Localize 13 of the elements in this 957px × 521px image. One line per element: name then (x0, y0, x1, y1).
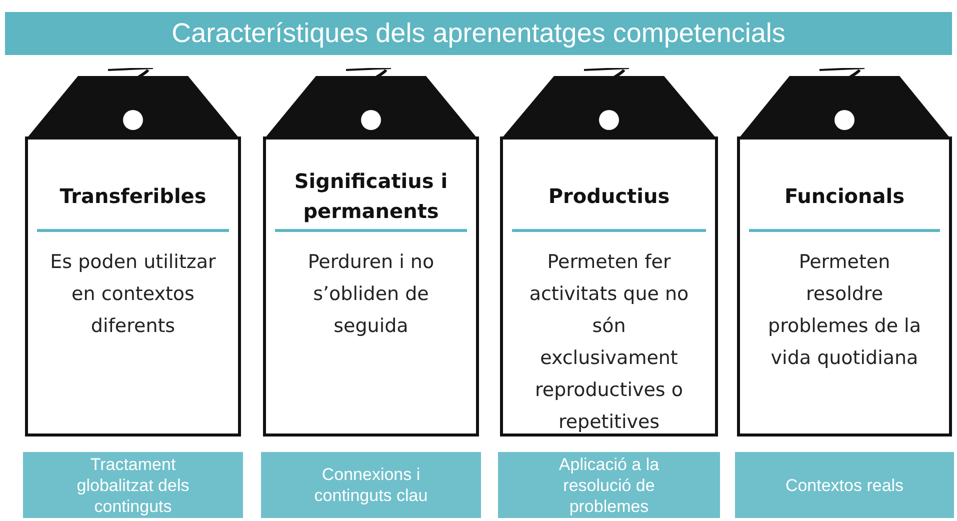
feature-box: Tractament globalitzat dels continguts (23, 452, 243, 518)
tag-description: Es poden utilitzar en contextos diferents (49, 250, 217, 339)
tag-heading: Transferibles (58, 183, 208, 210)
tag-description: Permeten fer activitats que no són exclusivament reproductives o repetitives (528, 250, 690, 435)
tag-description: Permeten resoldre problemes de la vida quotidiana (767, 250, 922, 371)
title-banner: Característiques dels aprenentatges competencials (5, 12, 952, 55)
tag-heading: Productius (547, 183, 671, 210)
feature-box: Contextos reals (735, 452, 954, 518)
feature-box: Connexions i continguts clau (261, 452, 481, 518)
tag-heading: Funcionals (783, 183, 906, 210)
tag-description: Perduren i no s’obliden de seguida (306, 250, 436, 339)
tag-heading: Significatius i permanents (293, 168, 449, 225)
feature-box: Aplicació a la resolució de problemes (498, 452, 720, 518)
